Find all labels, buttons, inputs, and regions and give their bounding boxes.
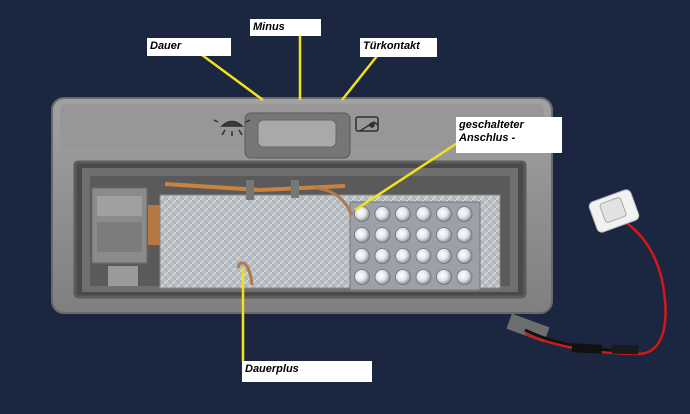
permanent-wire [236,261,254,286]
t10-bulb-socket [524,189,667,356]
switch-mechanism [91,187,162,286]
led [415,269,432,285]
led [395,248,411,264]
label-minus: Minus [250,19,321,36]
led [436,206,452,222]
label-geschalteter-line2: Anschlus - [459,132,516,144]
label-dauerplus: Dauerplus [242,361,372,382]
door-contact-icon [355,116,379,132]
led [436,248,452,264]
led [415,227,432,243]
led [415,206,432,222]
leader-geschalteter [354,138,463,212]
led [456,269,473,285]
led [354,227,370,243]
led [374,227,391,243]
label-geschalteter-anschluss: geschalteter Anschlus - [456,117,562,153]
led [395,227,411,243]
led [415,248,432,264]
led [395,206,411,222]
led [395,269,411,285]
label-tuerkontakt: Türkontakt [360,38,437,57]
label-dauer: Dauer [147,38,231,56]
switched-wire [314,186,354,216]
led [436,269,452,285]
led [374,248,391,264]
led [456,227,473,243]
leader-lines [201,36,463,362]
led [456,206,473,222]
leader-tuerkontakt [341,55,378,101]
led-grid [354,206,473,285]
led [354,248,370,264]
label-geschalteter-line1: geschalteter [459,119,524,131]
led [456,248,473,264]
led [374,269,391,285]
led [436,227,452,243]
leader-dauer [201,53,264,102]
led [354,269,370,285]
dome-light-icon [213,119,251,136]
led [374,206,391,222]
